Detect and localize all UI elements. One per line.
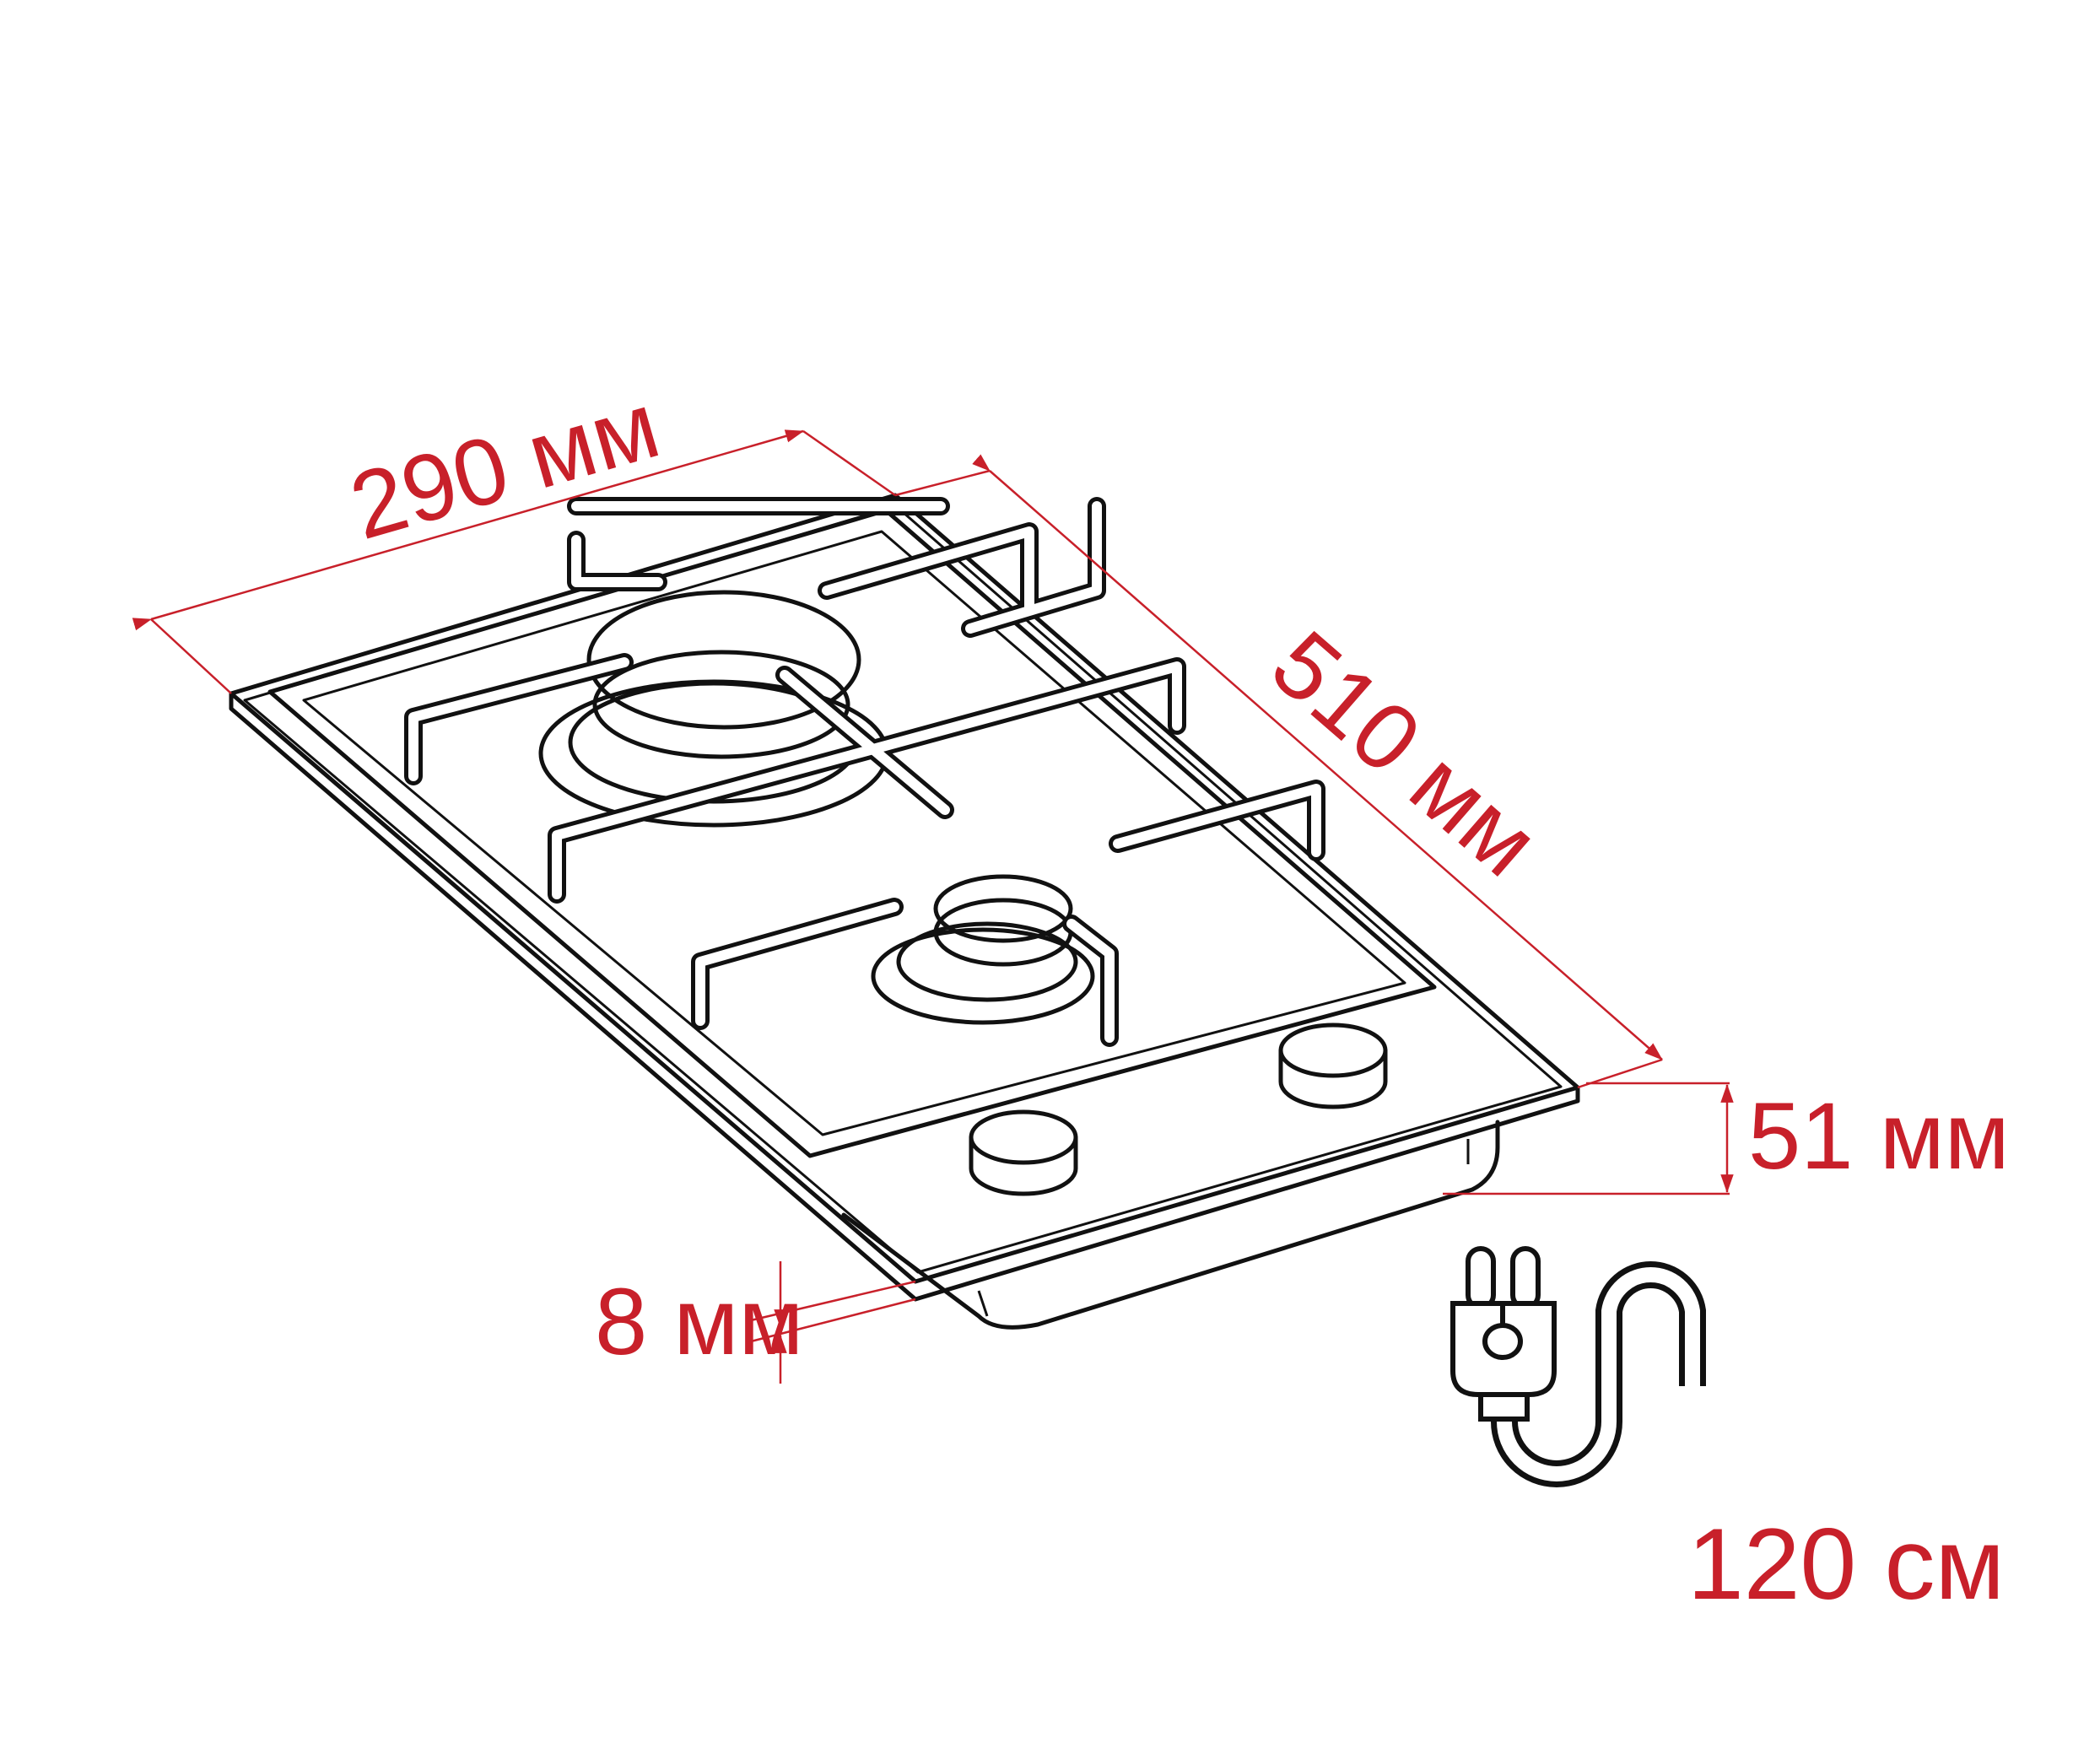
power-plug-icon <box>1450 1246 1706 1487</box>
knob-left <box>969 1109 1078 1196</box>
gas-hob <box>229 493 1580 1330</box>
thickness-label: 8 мм <box>595 1269 803 1374</box>
depth-dimension: 510 мм <box>894 454 1663 1089</box>
height-label: 51 мм <box>1748 1083 2010 1189</box>
hob-body-tray-inner <box>977 1139 1470 1317</box>
thickness-dimension: 8 мм <box>595 1261 916 1384</box>
cord-length-label: 120 см <box>1687 1508 2005 1621</box>
hob-frame <box>267 508 1437 1158</box>
depth-label: 510 мм <box>1252 611 1558 896</box>
width-dimension: 290 мм <box>132 371 896 694</box>
knob-right <box>1278 1023 1388 1109</box>
small-burner <box>871 874 1095 1025</box>
hob-body-tray <box>841 1120 1500 1330</box>
width-label: 290 мм <box>339 371 670 559</box>
height-dimension: 51 мм <box>1443 1082 2010 1195</box>
